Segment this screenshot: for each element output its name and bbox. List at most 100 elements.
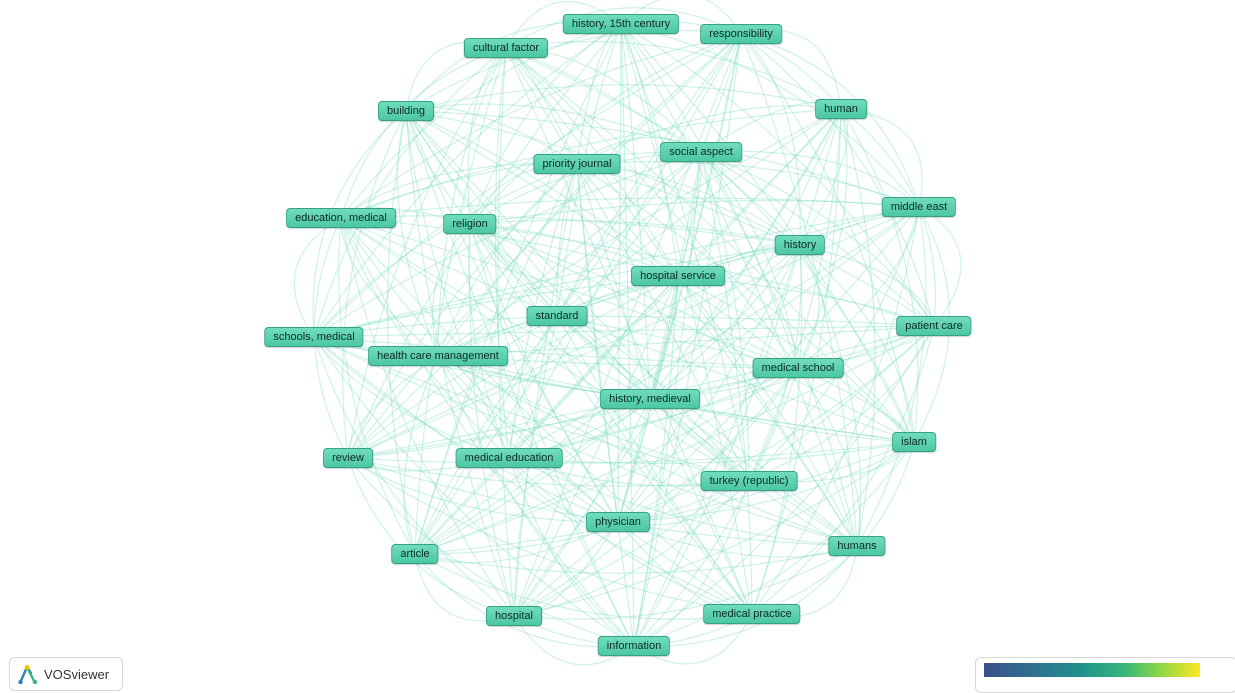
edge: [347, 33, 742, 459]
node-history[interactable]: history: [774, 235, 826, 255]
node-building[interactable]: building: [378, 101, 434, 121]
node-responsibility[interactable]: responsibility: [700, 24, 782, 44]
edge: [840, 108, 876, 547]
node-information[interactable]: information: [597, 636, 671, 656]
edge: [340, 217, 750, 482]
edge: [508, 457, 635, 647]
edge: [505, 47, 935, 327]
node-review[interactable]: review: [323, 448, 373, 468]
node-medical-practice[interactable]: medical practice: [703, 604, 801, 624]
edge: [633, 244, 801, 647]
node-physician[interactable]: physician: [586, 512, 650, 532]
edge: [856, 206, 927, 547]
edge: [340, 217, 635, 647]
edge: [313, 336, 753, 615]
edge: [700, 151, 799, 369]
edge: [799, 244, 935, 327]
edge: [556, 315, 753, 615]
edge: [620, 23, 750, 482]
edge: [340, 217, 515, 617]
edge: [340, 108, 842, 219]
node-priority-journal[interactable]: priority journal: [533, 154, 621, 174]
edge: [469, 223, 635, 647]
node-education-medical[interactable]: education, medical: [286, 208, 396, 228]
edge: [840, 108, 919, 443]
node-patient-care[interactable]: patient care: [896, 316, 972, 336]
edge: [414, 545, 858, 574]
edge: [617, 367, 799, 523]
edge: [405, 110, 920, 208]
edge: [494, 47, 510, 459]
node-hospital[interactable]: hospital: [486, 606, 542, 626]
node-standard[interactable]: standard: [526, 306, 588, 326]
edge: [556, 315, 858, 547]
node-islam[interactable]: islam: [892, 432, 936, 452]
edge: [677, 108, 842, 277]
node-social-aspect[interactable]: social aspect: [660, 142, 742, 162]
edge: [576, 163, 619, 523]
edge: [313, 336, 858, 547]
edge: [513, 33, 742, 617]
node-health-care-management[interactable]: health care management: [368, 346, 508, 366]
edge: [505, 47, 753, 615]
edge: [414, 325, 935, 555]
node-article[interactable]: article: [391, 544, 439, 564]
edge: [505, 47, 915, 443]
edge: [340, 23, 622, 219]
edge: [347, 367, 799, 459]
edge: [620, 23, 635, 647]
edge: [340, 217, 651, 400]
edge: [437, 47, 507, 357]
edge: [508, 206, 920, 459]
edge: [313, 23, 622, 338]
node-history-15th-century[interactable]: history, 15th century: [562, 14, 680, 34]
edge: [513, 163, 578, 617]
edge: [347, 151, 702, 459]
edge: [677, 275, 858, 547]
edge: [347, 275, 679, 459]
edge: [497, 47, 515, 617]
edge: [513, 398, 651, 617]
edge: [347, 457, 619, 523]
node-humans[interactable]: humans: [828, 536, 886, 556]
edge: [513, 441, 915, 617]
node-schools-medical[interactable]: schools, medical: [264, 327, 364, 347]
edge: [405, 110, 750, 482]
edge: [414, 367, 799, 555]
edge: [340, 217, 510, 459]
node-human[interactable]: human: [815, 99, 867, 119]
edge: [505, 47, 799, 369]
node-medical-school[interactable]: medical school: [752, 358, 844, 378]
node-cultural-factor[interactable]: cultural factor: [463, 38, 549, 58]
node-history-medieval[interactable]: history, medieval: [600, 389, 700, 409]
node-turkey-republic[interactable]: turkey (republic): [700, 471, 798, 491]
edge: [414, 315, 558, 555]
edge: [405, 110, 619, 523]
edge: [313, 336, 510, 459]
node-middle-east[interactable]: middle east: [881, 197, 957, 217]
node-religion[interactable]: religion: [443, 214, 497, 234]
edge: [505, 7, 742, 49]
edge: [508, 275, 679, 459]
edge: [751, 325, 935, 615]
edge: [405, 110, 651, 400]
node-hospital-service[interactable]: hospital service: [631, 266, 725, 286]
edge: [649, 108, 842, 400]
edge: [633, 108, 842, 647]
edge: [405, 110, 679, 277]
edge: [396, 110, 439, 357]
edge: [468, 223, 510, 459]
edge: [617, 151, 702, 523]
edge: [469, 223, 799, 369]
edge: [347, 457, 635, 647]
edge: [469, 223, 619, 523]
edge: [469, 223, 753, 615]
edge: [386, 110, 416, 555]
node-medical-education[interactable]: medical education: [455, 448, 563, 468]
edge: [556, 315, 935, 327]
edge: [620, 23, 651, 400]
edge: [340, 217, 619, 523]
edge: [414, 33, 742, 555]
edge: [414, 441, 915, 555]
